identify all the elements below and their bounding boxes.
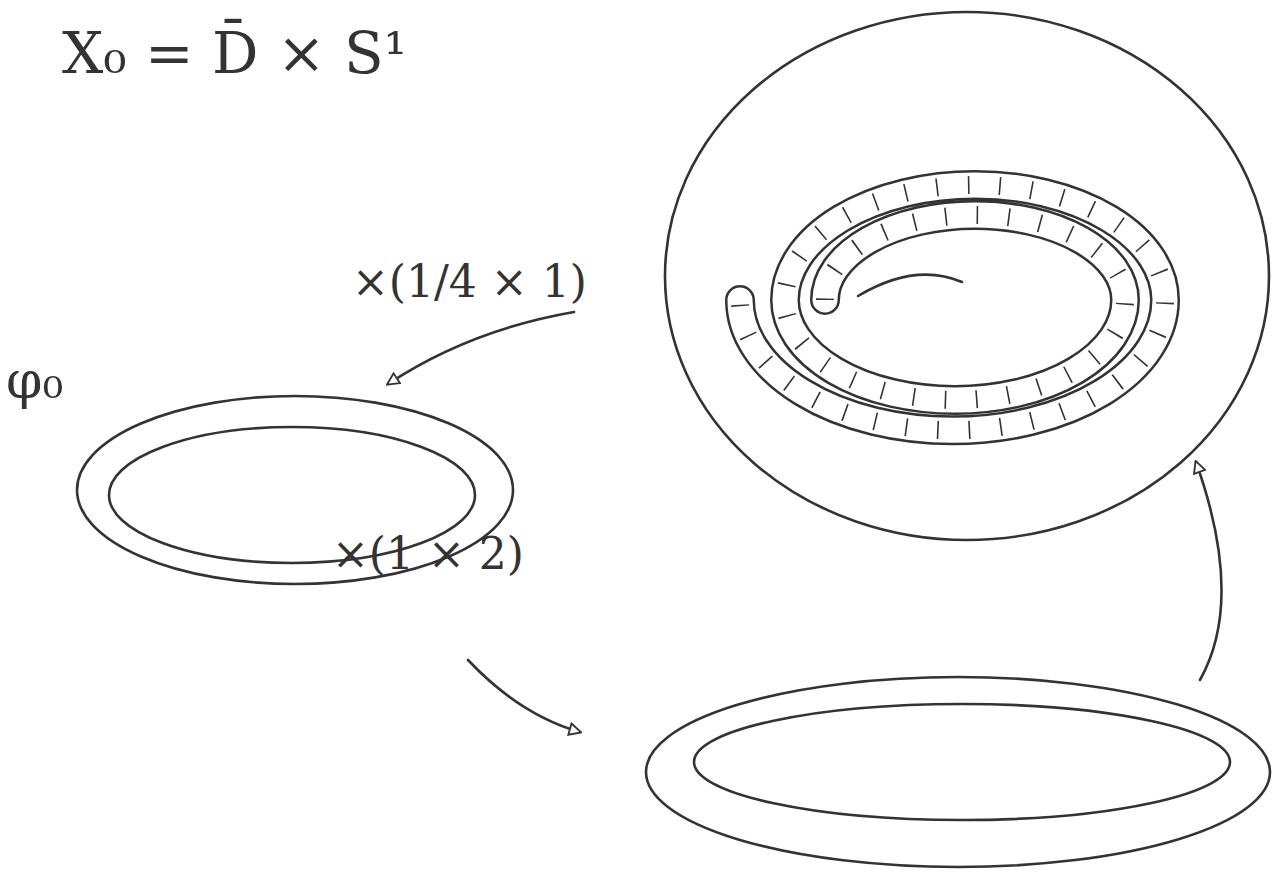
wide-annulus-inner bbox=[694, 704, 1230, 820]
solid-torus-outline bbox=[665, 12, 1269, 540]
scale-label: ×(1 × 2) bbox=[332, 530, 524, 578]
spiral-band-edge bbox=[740, 185, 1165, 430]
arrow bbox=[1196, 462, 1222, 680]
arrow bbox=[468, 660, 580, 732]
spiral-band-fill bbox=[740, 185, 1165, 430]
core-curve bbox=[858, 275, 962, 296]
title-formula: X₀ = D̄ × S¹ bbox=[62, 22, 407, 86]
map-label: φ₀ bbox=[6, 352, 63, 409]
wide-annulus-outer bbox=[646, 677, 1270, 867]
scale-label: ×(1/4 × 1) bbox=[352, 258, 587, 306]
arrow bbox=[388, 312, 574, 384]
spiral-band-hatching bbox=[740, 185, 1165, 430]
